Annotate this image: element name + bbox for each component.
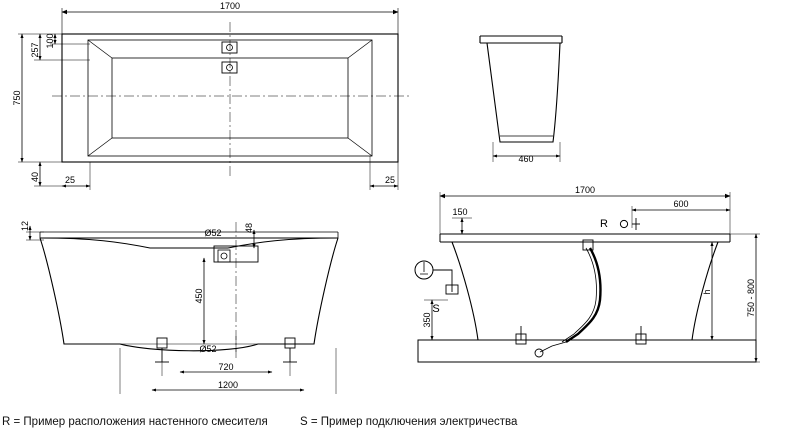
legend-tap-note: R = Пример расположения настенного смеси…: [2, 416, 268, 428]
dim-top-width: 750: [12, 90, 22, 105]
dim-top-257: 257: [30, 42, 40, 57]
dim-top-edge-right: 25: [385, 175, 395, 185]
dim-top-length: 1700: [220, 1, 240, 11]
dim-top-40: 40: [30, 172, 40, 182]
top-view-group: [18, 8, 410, 190]
dim-front-overall-span: 1200: [218, 380, 238, 390]
dim-front-drain-depth: 48: [244, 223, 254, 233]
dim-front-drain-bottom: Ø52: [199, 344, 216, 354]
dim-front-inner-height: 450: [194, 288, 204, 303]
dimension-labels: 1700 257 100 750 40 25 25 460 12 Ø52 48 …: [12, 1, 756, 390]
dim-side-height-range: 750 - 800: [746, 279, 756, 317]
front-view-group: [26, 222, 339, 394]
dim-side-top-offset: 150: [452, 207, 467, 217]
dim-top-edge-left: 25: [65, 175, 75, 185]
dim-front-thickness: 12: [20, 221, 30, 231]
dim-section-width: 460: [518, 154, 533, 164]
dim-side-length: 1700: [575, 185, 595, 195]
marker-electric-label: S: [432, 303, 439, 315]
section-view-group: [479, 35, 563, 162]
dim-front-feet-span: 720: [218, 362, 233, 372]
dim-side-height-label: h: [702, 289, 712, 294]
dim-top-100: 100: [45, 33, 55, 48]
dim-side-electric-height: 350: [422, 312, 432, 327]
marker-tap-label: R: [600, 218, 608, 230]
legend-electric-note: S = Пример подключения электричества: [300, 416, 518, 428]
dim-side-tap-offset: 600: [673, 199, 688, 209]
installation-view-group: [414, 192, 760, 363]
dim-front-drain-top: Ø52: [204, 228, 221, 238]
